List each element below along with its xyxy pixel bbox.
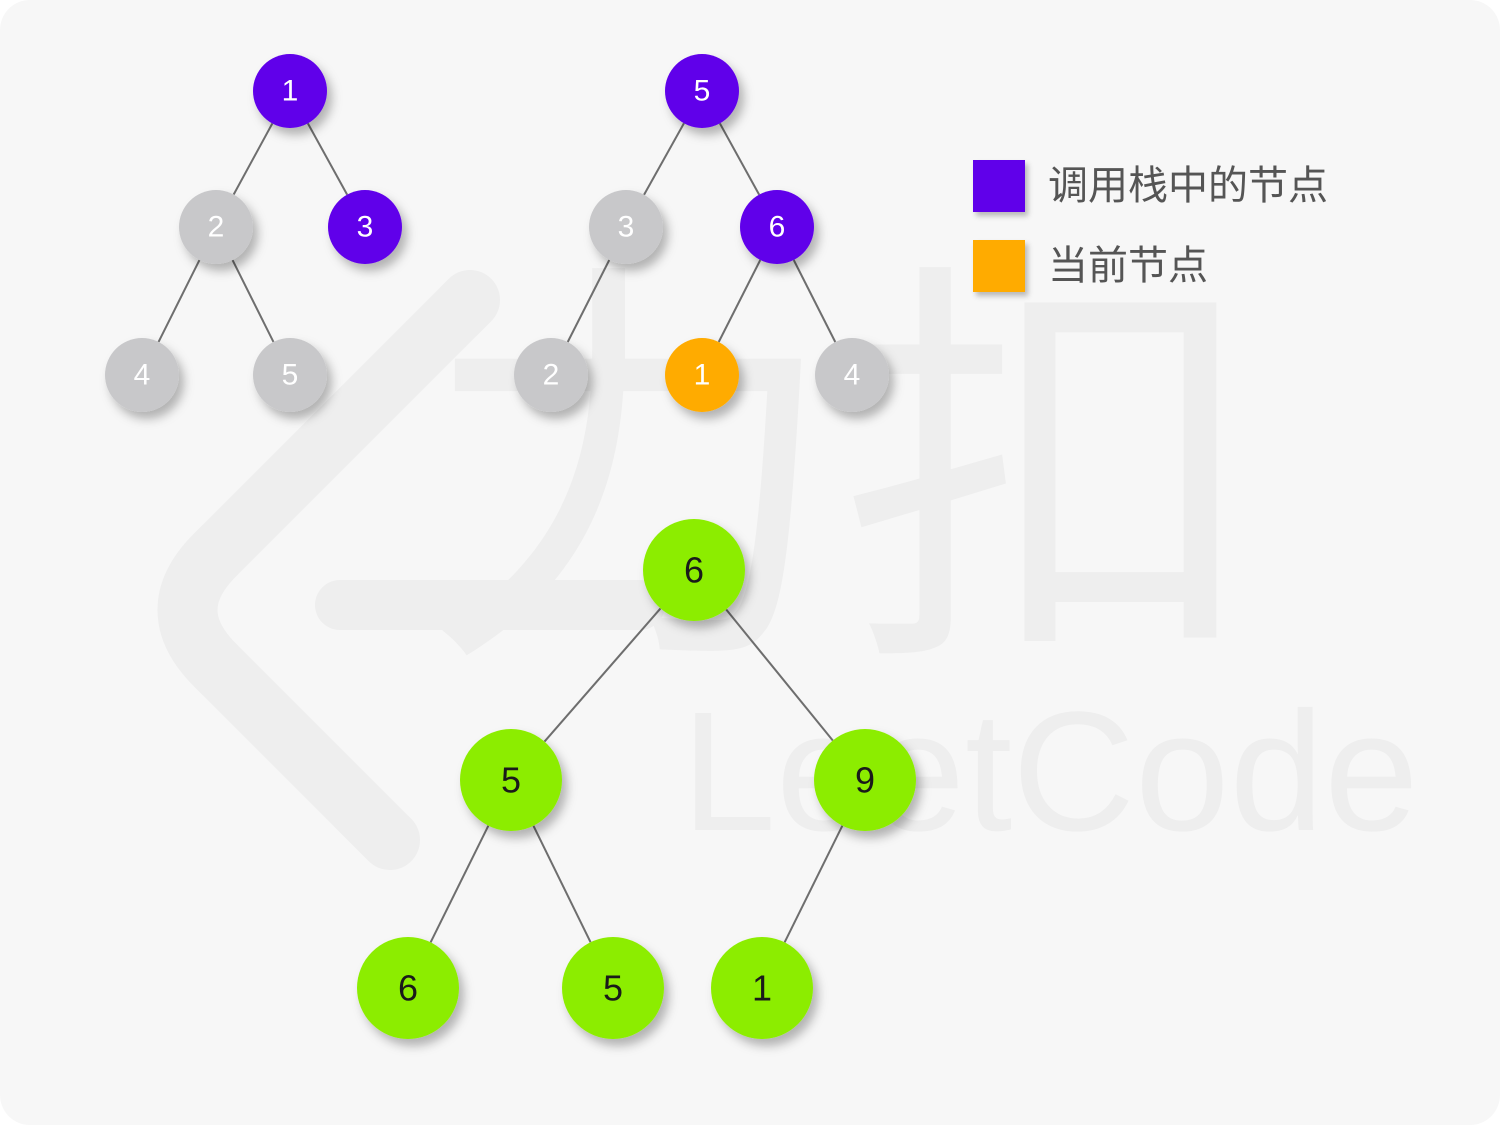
tree-edge bbox=[717, 259, 762, 343]
tree-node-stack: 3 bbox=[328, 190, 402, 264]
tree-edge bbox=[792, 259, 837, 343]
node-label: 3 bbox=[618, 211, 635, 244]
node-label: 5 bbox=[603, 968, 623, 1009]
tree-node-result: 1 bbox=[711, 937, 813, 1039]
tree-node-idle: 4 bbox=[105, 338, 179, 412]
node-label: 3 bbox=[357, 211, 374, 244]
node-label: 4 bbox=[844, 359, 861, 392]
legend-swatch-current bbox=[973, 240, 1025, 292]
tree-node-idle: 5 bbox=[253, 338, 327, 412]
tree-node-result: 5 bbox=[460, 729, 562, 831]
node-label: 6 bbox=[769, 211, 786, 244]
node-circle bbox=[815, 338, 889, 412]
node-label: 4 bbox=[134, 359, 151, 392]
tree-edge bbox=[718, 122, 761, 196]
tree-edge bbox=[566, 259, 611, 343]
legend-label-current: 当前节点 bbox=[1048, 243, 1208, 289]
tree-edge bbox=[231, 259, 275, 343]
tree-node-current: 1 bbox=[665, 338, 739, 412]
nodes: 1 2 3 4 5 5 3 6 2 1 4 6 5 9 6 5 1 bbox=[105, 54, 916, 1039]
node-circle bbox=[179, 190, 253, 264]
tree-edge bbox=[232, 123, 274, 195]
node-circle bbox=[589, 190, 663, 264]
node-label: 6 bbox=[684, 550, 704, 591]
node-circle bbox=[328, 190, 402, 264]
watermark-en: LeetCode bbox=[681, 677, 1418, 867]
tree-node-stack: 1 bbox=[253, 54, 327, 128]
node-circle bbox=[665, 54, 739, 128]
node-circle bbox=[357, 937, 459, 1039]
tree-node-stack: 6 bbox=[740, 190, 814, 264]
node-circle bbox=[460, 729, 562, 831]
tree-node-idle: 2 bbox=[514, 338, 588, 412]
tree-edge bbox=[783, 825, 844, 943]
legend-label-stack: 调用栈中的节点 bbox=[1048, 163, 1328, 209]
tree-edge bbox=[643, 122, 685, 196]
tree-edge bbox=[157, 259, 201, 343]
tree-node-idle: 2 bbox=[179, 190, 253, 264]
tree-edge bbox=[725, 608, 834, 742]
tree-edge bbox=[543, 607, 662, 743]
leetcode-watermark: 力扣 LeetCode bbox=[157, 231, 1419, 870]
node-label: 6 bbox=[398, 968, 418, 1009]
node-circle bbox=[253, 54, 327, 128]
node-circle bbox=[562, 937, 664, 1039]
tree-edge bbox=[532, 825, 592, 943]
tree-node-idle: 4 bbox=[815, 338, 889, 412]
legend-swatch-stack bbox=[973, 160, 1025, 212]
watermark-cn: 力扣 bbox=[420, 231, 1260, 720]
node-circle bbox=[711, 937, 813, 1039]
tree-node-stack: 5 bbox=[665, 54, 739, 128]
tree-node-result: 5 bbox=[562, 937, 664, 1039]
node-label: 5 bbox=[694, 75, 711, 108]
node-circle bbox=[514, 338, 588, 412]
edges bbox=[157, 122, 844, 943]
node-label: 9 bbox=[855, 760, 875, 801]
tree-node-result: 6 bbox=[357, 937, 459, 1039]
node-label: 5 bbox=[501, 760, 521, 801]
tree-edge bbox=[306, 122, 349, 196]
tree-node-result: 6 bbox=[643, 519, 745, 621]
node-label: 2 bbox=[208, 211, 225, 244]
node-label: 1 bbox=[282, 75, 299, 108]
node-circle bbox=[643, 519, 745, 621]
tree-edge bbox=[429, 825, 490, 943]
node-label: 5 bbox=[282, 359, 299, 392]
node-label: 1 bbox=[694, 359, 711, 392]
tree-node-idle: 3 bbox=[589, 190, 663, 264]
node-label: 1 bbox=[752, 968, 772, 1009]
node-circle bbox=[740, 190, 814, 264]
node-circle bbox=[814, 729, 916, 831]
tree-node-result: 9 bbox=[814, 729, 916, 831]
node-circle bbox=[665, 338, 739, 412]
node-circle bbox=[253, 338, 327, 412]
node-circle bbox=[105, 338, 179, 412]
node-label: 2 bbox=[543, 359, 560, 392]
